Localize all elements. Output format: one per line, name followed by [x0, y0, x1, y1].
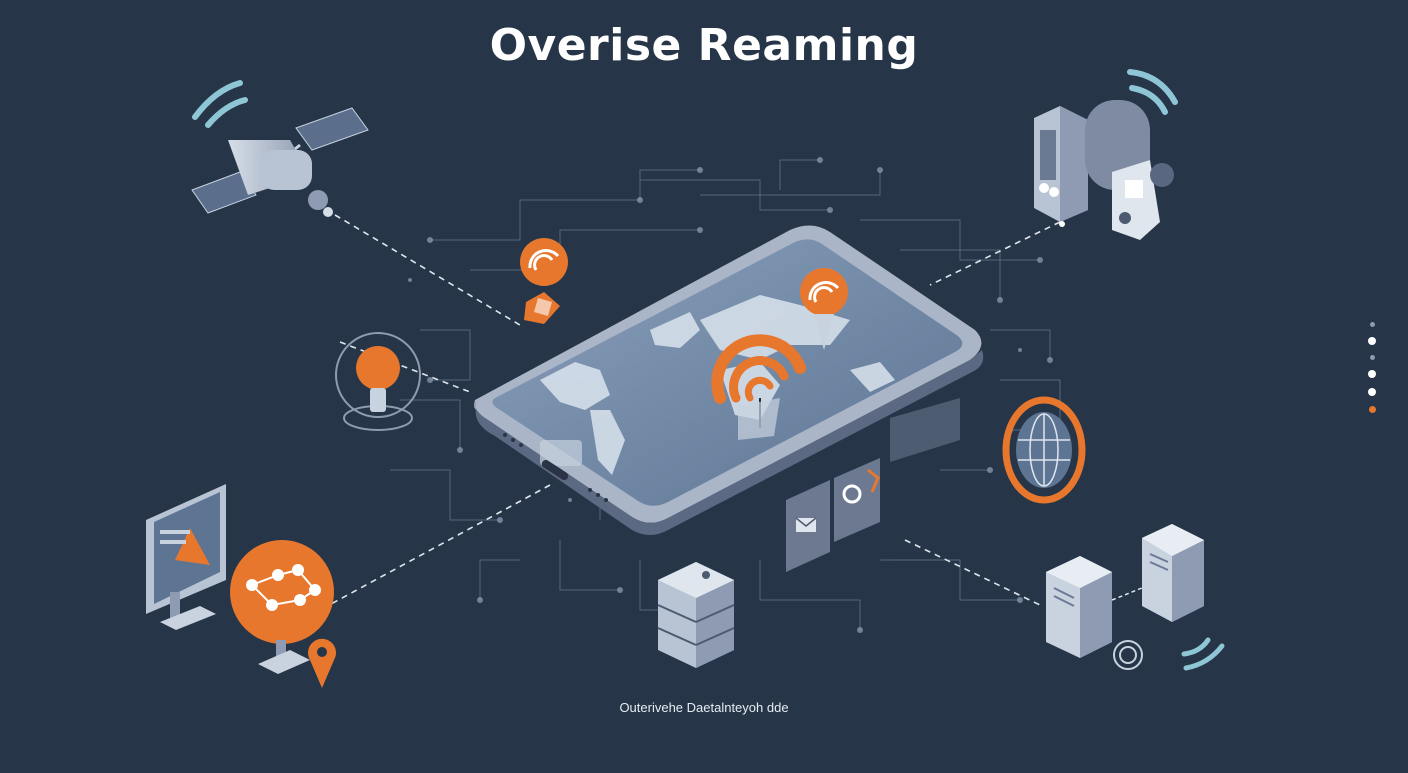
pagination-dot-1[interactable]: [1369, 322, 1375, 327]
circuit-traces: [390, 159, 1061, 630]
diagram-caption: Outerivehe Daetalnteyoh dde: [619, 700, 789, 715]
smartphone-world-map: [473, 225, 984, 535]
connection-lines: [319, 214, 1061, 611]
server-rack-icon: [1034, 69, 1178, 240]
mail-icon: [786, 398, 960, 572]
diagram-title: Overise Reaming: [489, 20, 919, 71]
monitor-icon: [146, 484, 226, 630]
pagination-dots: [1366, 322, 1378, 446]
server-pair-icon: [1046, 524, 1225, 671]
wifi-signal-pins: [520, 238, 848, 440]
satellite-icon: [191, 80, 369, 217]
pagination-dot-4[interactable]: [1368, 370, 1376, 378]
pagination-dot-6[interactable]: [1368, 406, 1376, 413]
pagination-dot-3[interactable]: [1369, 355, 1375, 360]
database-icon: [657, 562, 735, 668]
lightbulb-icon: [335, 332, 421, 431]
network-globe-icon: [230, 540, 334, 674]
pagination-dot-5[interactable]: [1368, 388, 1376, 396]
globe-ring-icon: [1002, 396, 1086, 504]
location-pin-icon: [308, 638, 336, 688]
pagination-dot-2[interactable]: [1368, 337, 1376, 345]
